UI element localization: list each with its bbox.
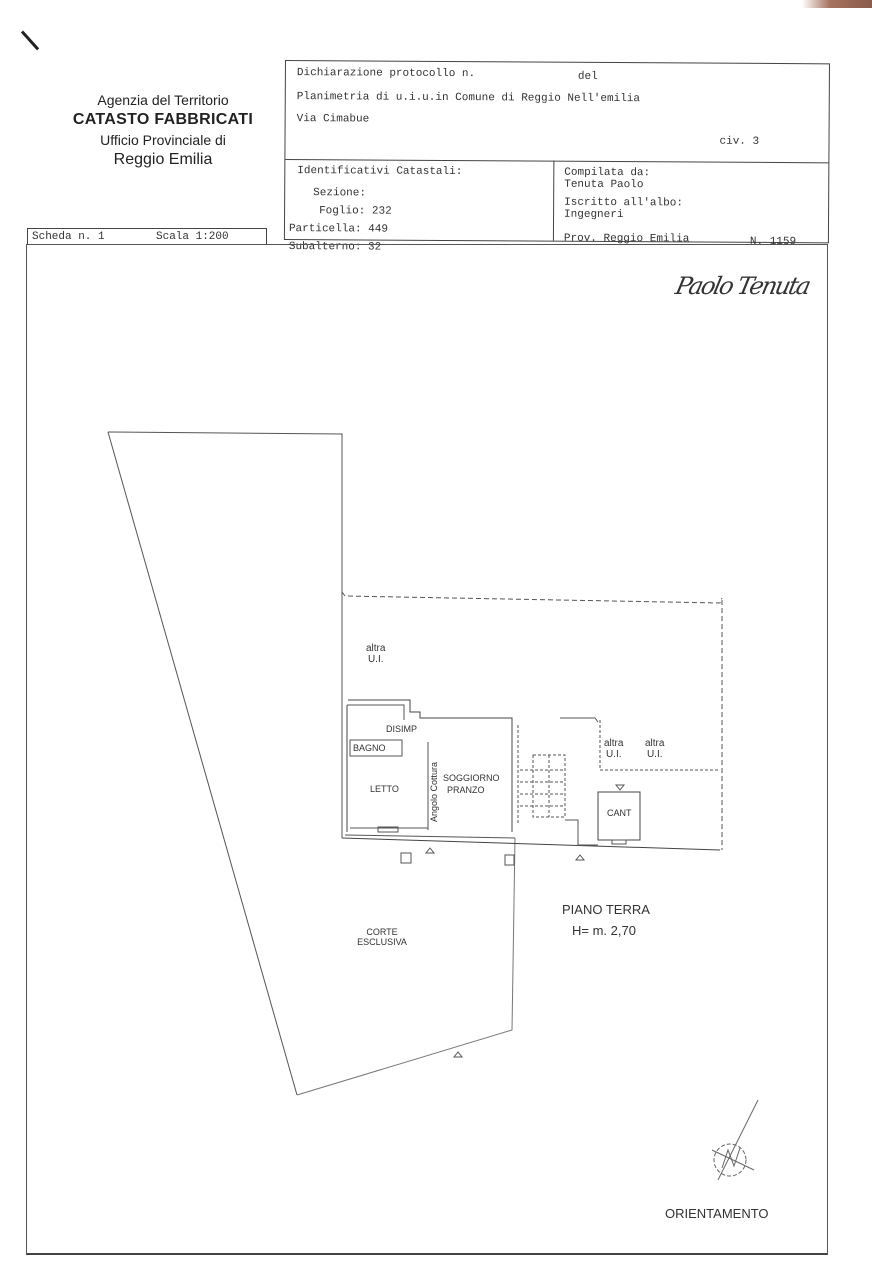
scheda-box: Scheda n. 1 Scala 1:200 <box>27 228 267 245</box>
label-orientamento: ORIENTAMENTO <box>665 1206 769 1221</box>
altra-word: altra <box>604 738 624 749</box>
north-arrow-icon <box>711 1099 759 1181</box>
altra-word: altra <box>645 738 665 749</box>
scheda-number: Scheda n. 1 <box>32 231 105 243</box>
scan-edge <box>802 0 872 8</box>
agency-name: Agenzia del Territorio <box>97 92 229 108</box>
ui-word: U.I. <box>646 749 663 760</box>
esclusiva-word: ESCLUSIVA <box>357 937 407 947</box>
label-angolo-cottura: Angolo Cottura <box>429 761 439 822</box>
ufficio-city: Reggio Emilia <box>113 151 213 168</box>
label-cant: CANT <box>607 808 632 818</box>
label-piano-terra: PIANO TERRA <box>562 902 650 917</box>
label-soggiorno: SOGGIORNO <box>443 773 500 783</box>
drawing-frame <box>26 244 828 1255</box>
altra-word: altra <box>366 643 386 654</box>
label-altezza: H= m. 2,70 <box>572 923 636 938</box>
label-letto: LETTO <box>370 784 399 794</box>
ui-word: U.I. <box>367 654 384 665</box>
scala: Scala 1:200 <box>156 231 229 243</box>
label-altra-ui-1: altra U.I. <box>604 738 623 760</box>
catasto-title: CATASTO FABBRICATI <box>72 111 254 128</box>
lot-boundary <box>107 431 343 838</box>
corte-word: CORTE <box>366 927 398 937</box>
label-altra-ui-2: altra U.I. <box>645 738 664 760</box>
label-disimp: DISIMP <box>386 724 418 734</box>
label-pranzo: PRANZO <box>447 785 485 795</box>
ui-word: U.I. <box>605 749 622 760</box>
label-bagno: BAGNO <box>353 743 386 753</box>
agency-block: Agenzia del Territorio CATASTO FABBRICAT… <box>58 92 268 169</box>
label-corte-esclusiva: CORTE ESCLUSIVA <box>352 927 412 947</box>
ufficio-label: Ufficio Provinciale di <box>100 132 226 148</box>
label-altra-ui-top: altra U.I. <box>366 643 385 665</box>
